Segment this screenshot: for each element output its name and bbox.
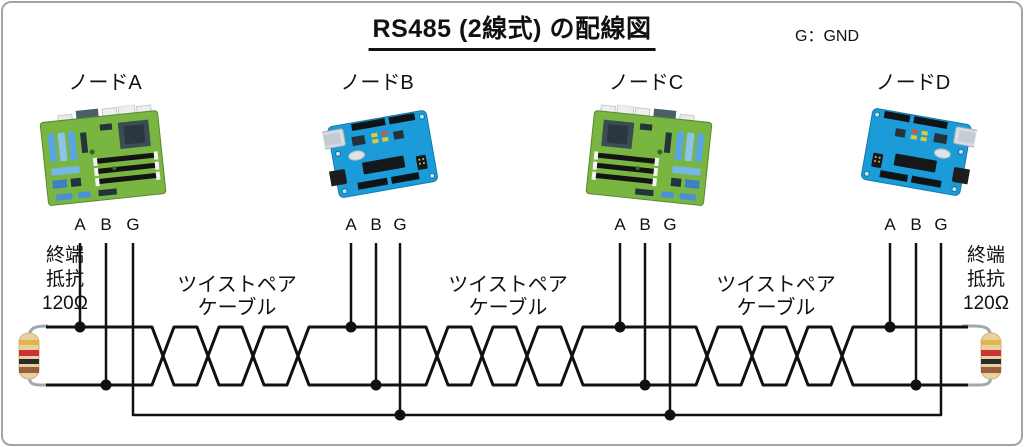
terminator-right-label: 終端 抵抗 120Ω (963, 244, 1009, 316)
cable-label-1: ツイストペア ケーブル (177, 274, 296, 320)
node-a-pin-a-label: A (74, 215, 86, 234)
cable-label-2: ツイストペア ケーブル (448, 274, 567, 320)
diagram-title: RS485 (2線式) の配線図 (368, 9, 656, 51)
node-c-pin-b-label: B (639, 215, 651, 234)
cable-label-3: ツイストペア ケーブル (716, 274, 835, 320)
cable-label-1-line1: ツイストペア (177, 274, 297, 296)
cable-label-3-line1: ツイストペア (716, 274, 836, 296)
node-c-pin-a-label: A (614, 215, 626, 234)
terminator-left-label: 終端 抵抗 120Ω (42, 244, 88, 316)
cable-label-3-line2: ケーブル (736, 297, 816, 319)
node-d-label: ノードD (875, 72, 951, 94)
node-d-pin-b-label: B (910, 215, 922, 234)
node-a-pin-b-label: B (100, 215, 112, 234)
node-drop-wires (78, 243, 918, 415)
terminator-right-line3: 120Ω (963, 293, 1009, 314)
twisted-pair-wire-a (46, 325, 968, 387)
ground-bus-wire (131, 243, 943, 417)
left-terminator-resistor (18, 332, 40, 380)
cable-label-2-line2: ケーブル (468, 297, 548, 319)
terminator-right-line1: 終端 (966, 245, 1005, 266)
cable-label-2-line1: ツイストペア (448, 274, 568, 296)
junction-dots (74, 321, 922, 421)
node-c-label: ノードC (608, 72, 684, 94)
terminator-left-line3: 120Ω (42, 293, 88, 314)
terminator-left-line2: 抵抗 (45, 269, 84, 290)
terminator-right-line2: 抵抗 (966, 269, 1005, 290)
node-b-pin-a-label: A (345, 215, 357, 234)
node-d-pin-a-label: A (884, 215, 896, 234)
node-b-pin-g-label: G (393, 215, 407, 234)
node-c-pin-g-label: G (663, 215, 677, 234)
node-a-label: ノードA (68, 72, 142, 94)
node-b-label: ノードB (340, 72, 414, 94)
twisted-pair-wire-b (46, 325, 968, 387)
cable-label-1-line2: ケーブル (197, 297, 277, 319)
terminator-left-line1: 終端 (45, 245, 84, 266)
node-a-pin-g-label: G (126, 215, 140, 234)
gnd-legend: G：GND (795, 28, 860, 45)
right-terminator-resistor (980, 332, 1002, 380)
node-d-pin-g-label: G (934, 215, 948, 234)
node-b-pin-b-label: B (370, 215, 382, 234)
